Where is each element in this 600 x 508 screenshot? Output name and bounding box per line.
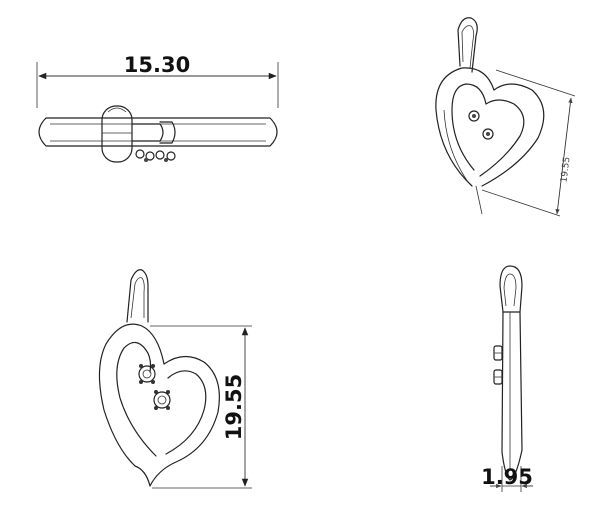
side-body: [501, 311, 523, 481]
isometric-view: 19.55: [435, 17, 576, 217]
front-heart-inner: [116, 341, 157, 457]
height-dimension-label: 19.55: [222, 374, 246, 440]
side-view: 1.95: [481, 265, 533, 492]
width-dimension-label: 15.30: [124, 53, 190, 77]
iso-bail: [457, 17, 478, 73]
front-heart-outer: [98, 323, 220, 487]
top-view-bail: [101, 105, 133, 163]
top-view-stones: [135, 149, 176, 162]
iso-height-dimension-line: [555, 97, 573, 215]
side-bail: [499, 265, 523, 313]
thickness-dimension-label: 1.95: [481, 465, 533, 489]
iso-height-dimension-label: 19.55: [559, 156, 572, 183]
front-bail: [126, 269, 149, 323]
side-stones: [493, 345, 503, 385]
front-stones: [138, 364, 171, 410]
top-view: 15.30: [36, 53, 279, 163]
top-view-body: [38, 117, 278, 147]
front-view: 19.55: [98, 269, 252, 489]
iso-heart-inner: [451, 83, 525, 177]
iso-heart-outer: [435, 67, 545, 187]
iso-stones: [468, 110, 494, 140]
